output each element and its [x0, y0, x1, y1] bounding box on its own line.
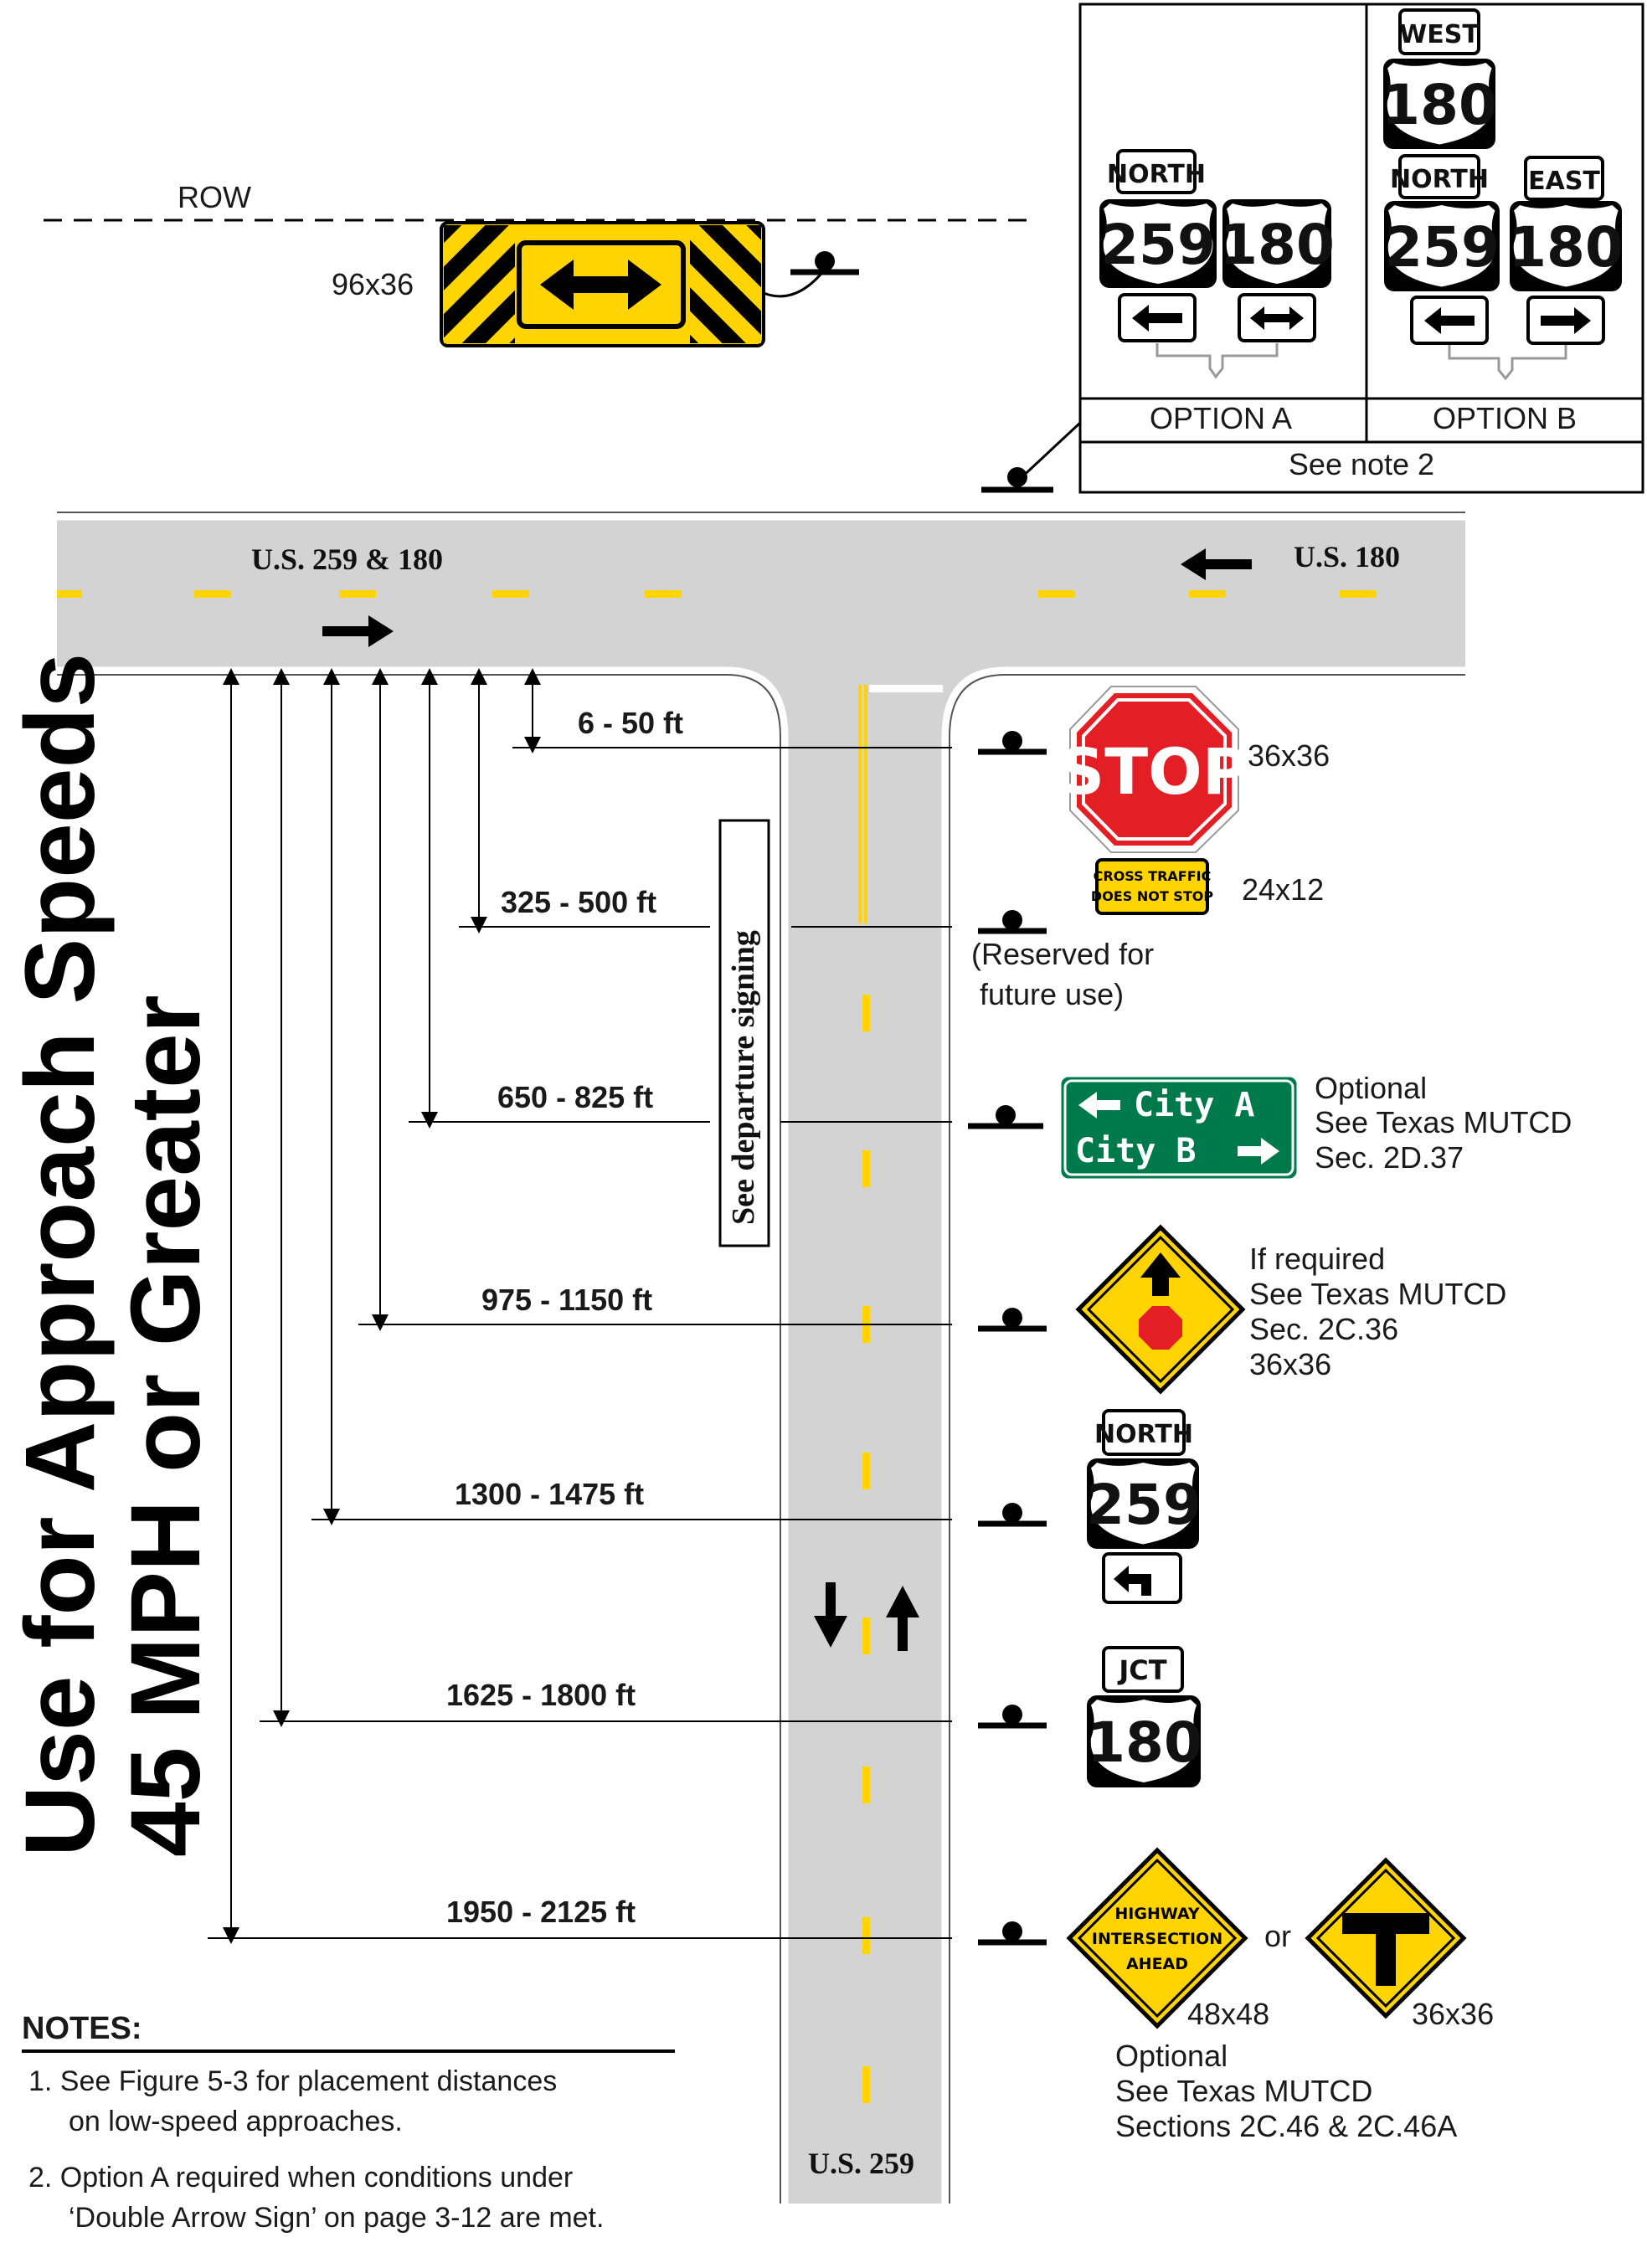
- reserved-line1: (Reserved for: [971, 937, 1154, 971]
- left-arrow-icon: [1424, 307, 1475, 334]
- dimension-lines: [208, 668, 952, 1944]
- note-2-line-2: ‘Double Arrow Sign’ on page 3-12 are met…: [69, 2202, 604, 2234]
- stop-ahead-note-3: Sec. 2C.36: [1249, 1312, 1398, 1346]
- option-a-180: 180: [1219, 213, 1335, 277]
- stop-ahead-note-1: If required: [1249, 1242, 1385, 1276]
- destination-guide-sign: City A City B: [1058, 1074, 1300, 1181]
- option-b-180: 180: [1508, 215, 1624, 280]
- stop-ahead-warning-sign: [1075, 1224, 1246, 1395]
- guide-note-1: Optional: [1315, 1071, 1427, 1105]
- svg-text:INTERSECTION: INTERSECTION: [1092, 1930, 1222, 1948]
- distance-label-5: 1300 - 1475 ft: [455, 1477, 644, 1511]
- svg-text:City A: City A: [1134, 1086, 1255, 1124]
- intersection-size-right: 36x36: [1412, 1997, 1494, 2031]
- or-label: or: [1264, 1919, 1291, 1953]
- sign-post-marker: [981, 467, 1053, 493]
- t-intersection-sign: [1305, 1857, 1467, 2019]
- right-arrow-icon: [1238, 1138, 1279, 1165]
- option-b-label: OPTION B: [1433, 401, 1577, 435]
- note-2-line-1: 2. Option A required when conditions und…: [28, 2162, 573, 2193]
- svg-text:NORTH: NORTH: [1094, 1420, 1193, 1449]
- note-1-line-1: 1. See Figure 5-3 for placement distance…: [28, 2065, 557, 2097]
- guide-note-3: Sec. 2D.37: [1315, 1140, 1464, 1175]
- left-arrow-icon: [1132, 305, 1182, 332]
- double-arrow-board: [440, 221, 765, 347]
- main-road-label-right: U.S. 180: [1294, 540, 1400, 573]
- double-arrow-icon: [1250, 306, 1304, 330]
- svg-text:AHEAD: AHEAD: [1126, 1955, 1188, 1973]
- option-b-north: NORTH: [1390, 165, 1489, 194]
- up-arrow-icon: [1140, 1252, 1181, 1296]
- sign-post-marker: [790, 251, 859, 275]
- stop-sign: STOP: [1059, 686, 1249, 853]
- intersection-size-left: 48x48: [1187, 1997, 1269, 2031]
- row-label: ROW: [178, 180, 251, 214]
- distance-label-6: 1625 - 1800 ft: [446, 1678, 636, 1712]
- see-note-2: See note 2: [1289, 447, 1434, 481]
- intersection-ahead-sign: HIGHWAY INTERSECTION AHEAD: [1066, 1847, 1248, 2029]
- notes-title: NOTES:: [22, 2011, 142, 2046]
- northbound-arrow-icon: [886, 1586, 919, 1651]
- option-b-west: WEST: [1399, 20, 1480, 49]
- option-b-assembly: WEST 180 NORTH EAST 259 180: [1382, 8, 1624, 381]
- svg-text:STOP: STOP: [1059, 734, 1249, 809]
- distance-label-2: 325 - 500 ft: [501, 885, 656, 919]
- intersection-note-1: Optional: [1115, 2039, 1228, 2073]
- option-b-west-180: 180: [1382, 73, 1497, 137]
- arrow-board-size: 96x36: [332, 267, 414, 301]
- t-junction-icon: [1342, 1913, 1429, 1986]
- side-road-label: U.S. 259: [808, 2147, 914, 2180]
- distance-label-4: 975 - 1150 ft: [481, 1283, 652, 1317]
- svg-text:JCT: JCT: [1117, 1654, 1166, 1686]
- intersection-note-2: See Texas MUTCD: [1115, 2074, 1372, 2108]
- double-arrow-icon: [540, 260, 661, 310]
- option-b-east: EAST: [1528, 167, 1600, 196]
- option-a-label: OPTION A: [1150, 401, 1292, 435]
- junction-180-assembly: JCT 180: [1087, 1646, 1202, 1787]
- westbound-arrow-icon: [1181, 548, 1252, 580]
- southbound-arrow-icon: [814, 1582, 847, 1648]
- option-b-259: 259: [1384, 215, 1500, 280]
- option-a-assembly: NORTH 259 180: [1099, 149, 1335, 379]
- svg-text:180: 180: [1087, 1710, 1202, 1775]
- cross-traffic-size: 24x12: [1242, 872, 1324, 907]
- stop-ahead-size: 36x36: [1249, 1347, 1331, 1381]
- right-arrow-icon: [1541, 307, 1591, 334]
- svg-text:DOES NOT STOP: DOES NOT STOP: [1091, 888, 1213, 904]
- svg-text:CROSS TRAFFIC: CROSS TRAFFIC: [1094, 868, 1212, 884]
- reserved-line2: future use): [980, 977, 1124, 1011]
- left-arrow-icon: [1078, 1092, 1120, 1119]
- option-a-north: NORTH: [1107, 160, 1206, 189]
- eastbound-arrow-icon: [322, 615, 394, 647]
- left-turn-arrow-icon: [1114, 1566, 1151, 1596]
- intersection-note-3: Sections 2C.46 & 2C.46A: [1115, 2109, 1457, 2143]
- departure-signing-box: [718, 819, 770, 1247]
- note-1-line-2: on low-speed approaches.: [69, 2106, 403, 2137]
- main-road-label-left: U.S. 259 & 180: [251, 543, 443, 576]
- distance-label-3: 650 - 825 ft: [497, 1080, 653, 1114]
- guide-note-2: See Texas MUTCD: [1315, 1105, 1572, 1139]
- sign-post-markers: [968, 731, 1047, 1946]
- svg-text:HIGHWAY: HIGHWAY: [1114, 1905, 1199, 1923]
- svg-text:City B: City B: [1075, 1132, 1197, 1170]
- distance-label-7: 1950 - 2125 ft: [446, 1895, 636, 1929]
- road-network: [57, 512, 1465, 2204]
- stop-octagon-icon: [1139, 1306, 1182, 1350]
- stop-ahead-note-2: See Texas MUTCD: [1249, 1277, 1506, 1311]
- option-a-259: 259: [1100, 213, 1216, 277]
- distance-label-1: 6 - 50 ft: [578, 706, 683, 740]
- departure-signing-text: See departure signing: [726, 930, 761, 1225]
- vertical-title-line2: 45 MPH or Greater: [111, 995, 221, 1857]
- vertical-title-line1: Use for Approach Speeds: [5, 653, 116, 1857]
- stop-sign-size: 36x36: [1248, 738, 1330, 773]
- route-259-assembly: NORTH 259: [1086, 1409, 1202, 1604]
- svg-text:259: 259: [1086, 1473, 1202, 1537]
- cross-traffic-plaque: CROSS TRAFFIC DOES NOT STOP: [1091, 858, 1213, 915]
